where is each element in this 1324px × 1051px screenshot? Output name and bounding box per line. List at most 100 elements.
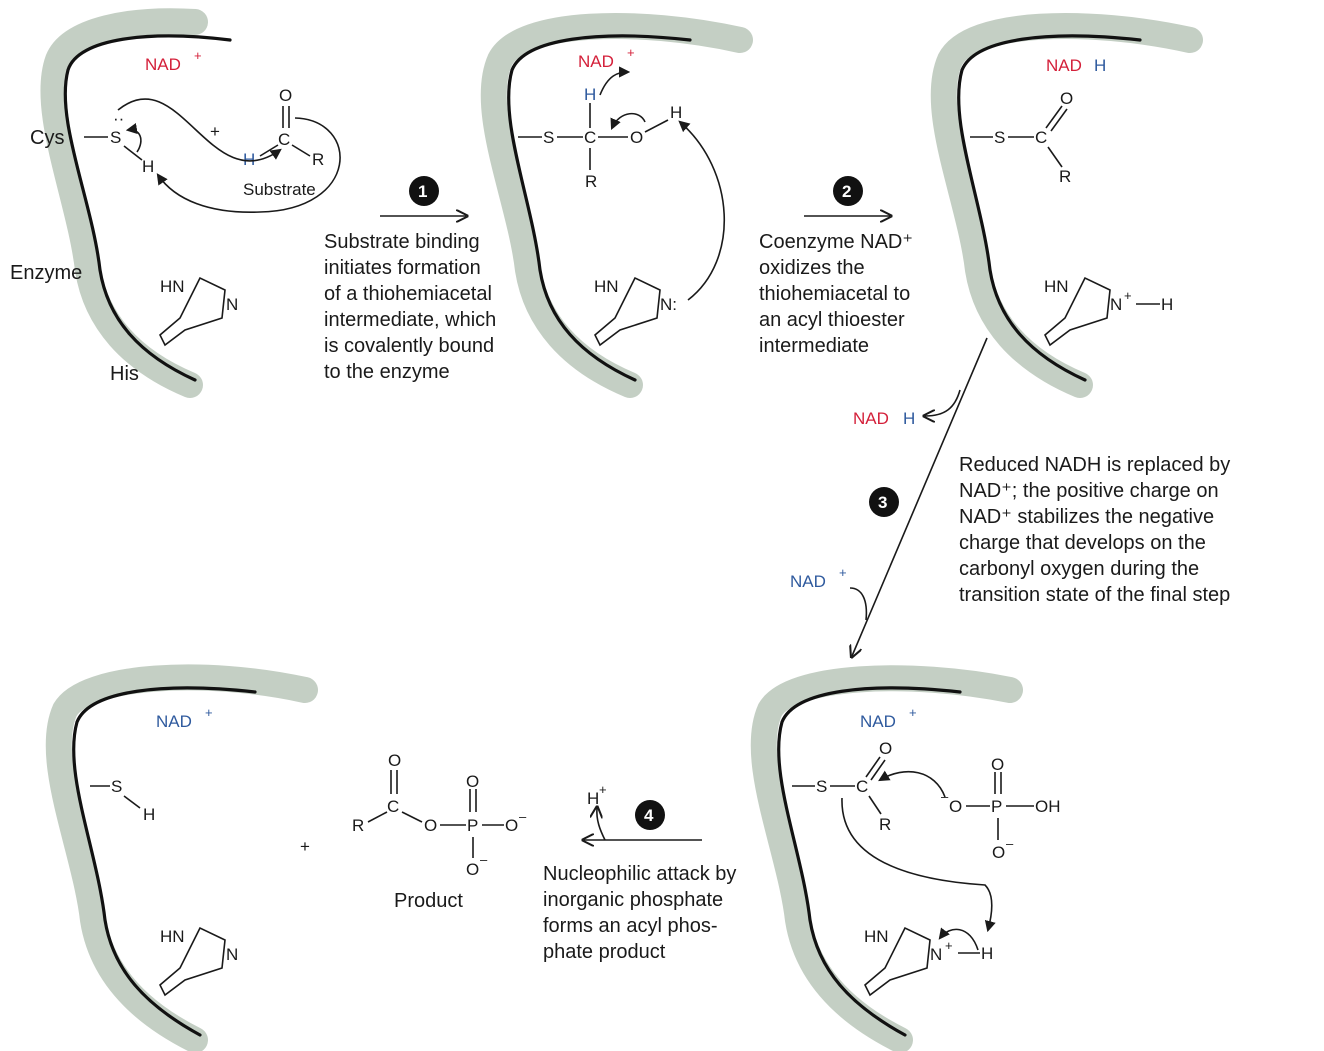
step-1-line-5: is covalently bound xyxy=(324,335,494,357)
product-o-top: O xyxy=(466,772,479,791)
released-nadh-nad: NAD xyxy=(853,409,889,428)
panel-1-enzyme-substrate: NAD + Cys Enzyme His S ·· H + O C H R Su… xyxy=(10,8,341,398)
atom-c-1: C xyxy=(278,130,290,149)
panel-3-acyl-thioester: NAD H S C O R HN N + H xyxy=(930,13,1203,398)
enzyme-label: Enzyme xyxy=(10,262,82,284)
lone-pair-s: ·· xyxy=(113,109,124,128)
substrate-label: Substrate xyxy=(243,180,316,199)
s-h-bond-1 xyxy=(123,145,143,161)
enzyme-backbone-3 xyxy=(957,34,1142,382)
atom-n-1: N xyxy=(226,295,238,314)
step-1-badge xyxy=(409,176,439,206)
step-3-badge xyxy=(869,487,899,517)
nadh-release-arrow xyxy=(925,389,961,416)
atom-n-2: N: xyxy=(660,295,677,314)
atom-h-oh-2: H xyxy=(670,103,682,122)
product-r: R xyxy=(352,816,364,835)
panel-5-regenerated-enzyme: NAD + S H HN N xyxy=(45,664,318,1051)
s-h-bond-5 xyxy=(123,795,141,809)
phosphate-p: P xyxy=(991,797,1002,816)
co-bond-4b xyxy=(870,759,886,781)
released-nadh-h: H xyxy=(903,409,915,428)
atom-o-1: O xyxy=(279,86,292,105)
coenzyme-nad-1: NAD xyxy=(145,55,181,74)
panel-2-thiohemiacetal: NAD + S C O H R H HN N: xyxy=(480,13,753,398)
coenzyme-nad-5: NAD xyxy=(156,712,192,731)
phosphate-minus-bottom: – xyxy=(1006,836,1014,851)
arrow-s-to-carbon xyxy=(117,98,282,162)
step-3-line-1: Reduced NADH is replaced by xyxy=(959,454,1230,476)
atom-hn-5: HN xyxy=(160,927,185,946)
step-1-line-6: to the enzyme xyxy=(324,361,450,383)
n-charge-3: + xyxy=(1124,288,1132,303)
atom-s-1: S xyxy=(110,128,121,147)
step-4-description: 4 H + Nucleophilic attack by inorganic p… xyxy=(543,782,736,963)
atom-h-4: H xyxy=(981,944,993,963)
coenzyme-charge-5: + xyxy=(205,705,213,720)
atom-n-4: N xyxy=(930,945,942,964)
n-charge-4: + xyxy=(945,938,953,953)
atom-h-top-2: H xyxy=(584,85,596,104)
cys-label: Cys xyxy=(30,127,64,149)
arrow-h-to-n xyxy=(938,927,979,951)
co-bond-3b xyxy=(1050,108,1068,132)
phosphate-o-bottom: O xyxy=(992,843,1005,862)
step-1-line-4: intermediate, which xyxy=(324,309,496,331)
step-3-line-2: NAD⁺; the positive charge on xyxy=(959,480,1219,502)
atom-h-5: H xyxy=(143,805,155,824)
phosphate-oh: OH xyxy=(1035,797,1061,816)
proton-release-arrow xyxy=(597,808,606,841)
atom-hn-2: HN xyxy=(594,277,619,296)
atom-s-3: S xyxy=(994,128,1005,147)
step-4-number: 4 xyxy=(644,806,654,825)
product-c: C xyxy=(387,797,399,816)
atom-r-2: R xyxy=(585,172,597,191)
step-2-line-3: thiohemiacetal to xyxy=(759,283,910,305)
arrow-n-to-h xyxy=(678,120,725,301)
his-label: His xyxy=(110,363,139,385)
step-3-line-5: carbonyl oxygen during the xyxy=(959,558,1199,580)
enzyme-surface-3 xyxy=(930,13,1203,398)
product-minus-bottom: – xyxy=(480,852,488,867)
histidine-5: HN N xyxy=(159,926,238,997)
atom-h-1: H xyxy=(142,157,154,176)
step-4-line-4: phate product xyxy=(543,941,666,963)
atom-o-3: O xyxy=(1060,89,1073,108)
step-3-line-6: transition state of the final step xyxy=(959,584,1230,606)
arrow-oh-to-c xyxy=(610,112,646,131)
atom-r-4: R xyxy=(879,815,891,834)
co-bond-3a xyxy=(1045,105,1063,129)
step-1-description: 1 Substrate binding initiates formation … xyxy=(324,176,496,383)
histidine-1: HN N xyxy=(159,276,238,347)
step-4-badge xyxy=(635,800,665,830)
released-proton: H xyxy=(587,789,599,808)
product-o-bottom: O xyxy=(466,860,479,879)
c-r-bond-1 xyxy=(291,144,311,157)
o-h-bond-2 xyxy=(644,119,669,133)
panel-4-phosphate-attack: NAD + S C O R – O P O OH O – HN N + H xyxy=(750,665,1061,1051)
arrow-phosphate-to-c xyxy=(878,770,946,798)
enzyme-surface-2 xyxy=(480,13,753,398)
enzyme-surface-4 xyxy=(750,665,1023,1051)
atom-c-4: C xyxy=(856,777,868,796)
plus-sign-1: + xyxy=(210,122,220,141)
coenzyme-nad-4: NAD xyxy=(860,712,896,731)
step-1-line-1: Substrate binding xyxy=(324,231,480,253)
atom-hn-4: HN xyxy=(864,927,889,946)
step-3-line-4: charge that develops on the xyxy=(959,532,1206,554)
enzyme-backbone-4 xyxy=(777,686,962,1037)
entering-nad: NAD xyxy=(790,572,826,591)
atom-o-2: O xyxy=(630,128,643,147)
coenzyme-charge-2: + xyxy=(627,45,635,60)
atom-r-3: R xyxy=(1059,167,1071,186)
product-o-right: O xyxy=(505,816,518,835)
step-2-line-1: Coenzyme NAD⁺ xyxy=(759,231,913,253)
step-1-line-2: initiates formation xyxy=(324,257,481,279)
coenzyme-nad-2: NAD xyxy=(578,52,614,71)
arrow-h-to-s xyxy=(125,123,142,153)
enzyme-surface-1 xyxy=(40,8,208,398)
step-2-badge xyxy=(833,176,863,206)
co-bond-4a xyxy=(865,756,881,778)
histidine-4: HN N + H xyxy=(864,926,993,997)
c-r-bond-3 xyxy=(1047,146,1063,168)
